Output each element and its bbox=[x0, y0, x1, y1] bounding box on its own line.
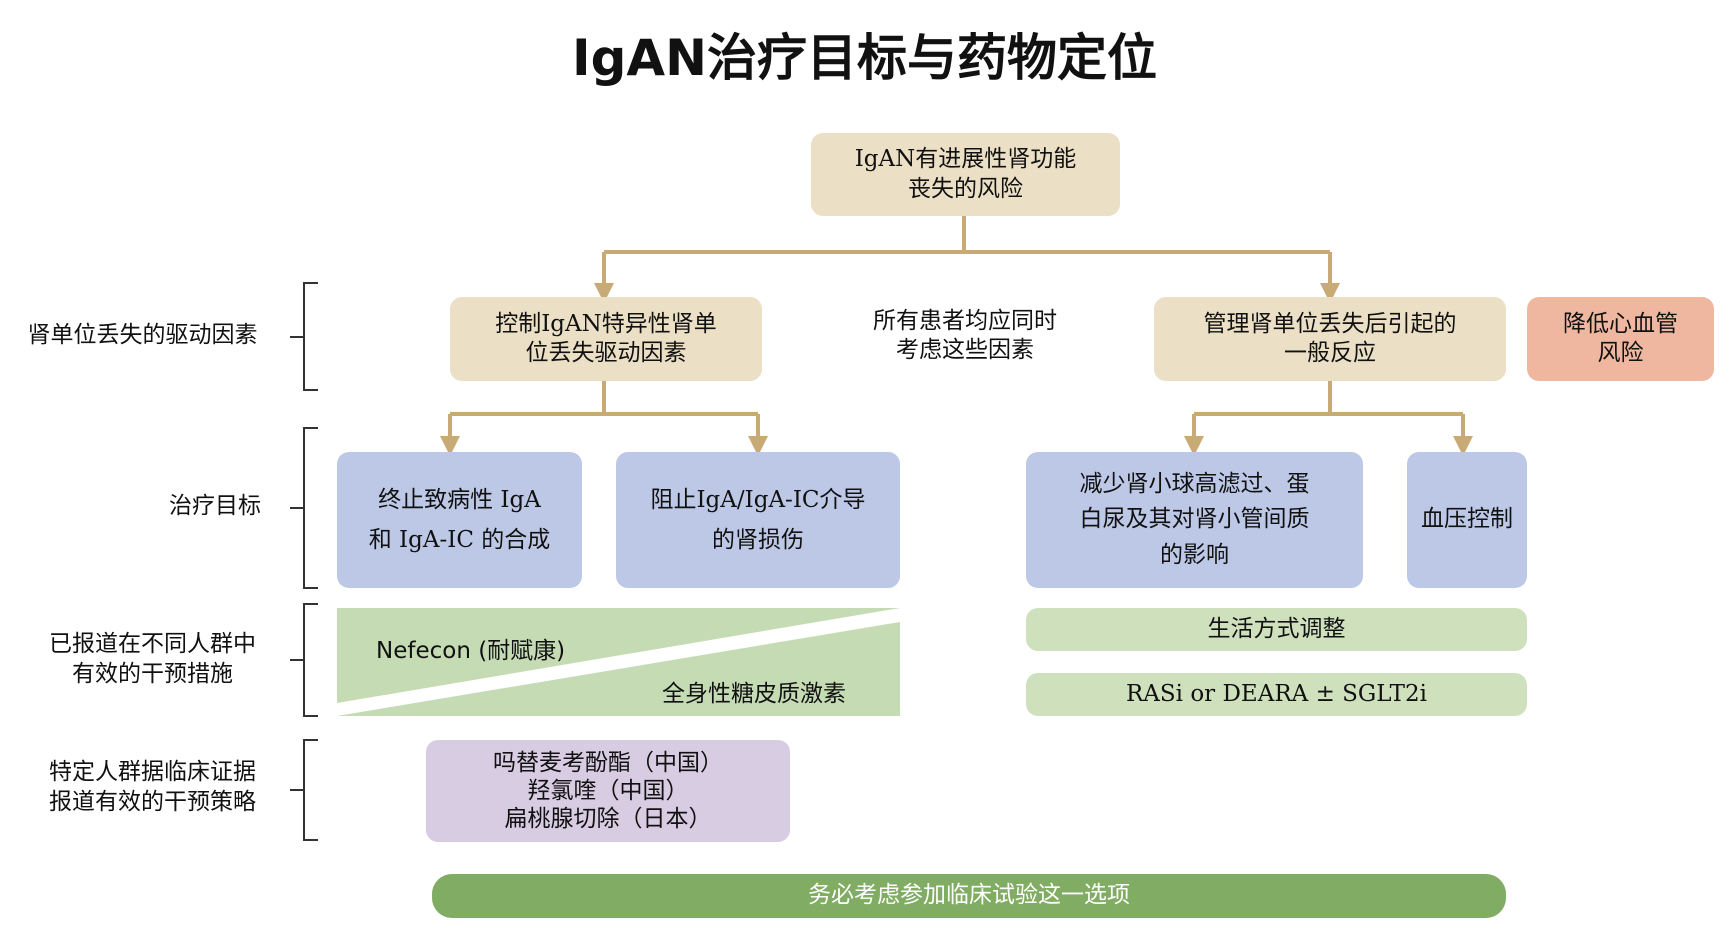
row-label-drivers: 肾单位丢失的驱动因素 bbox=[27, 322, 258, 348]
page-title: IgAN治疗目标与药物定位 bbox=[572, 29, 1157, 87]
row-label-specific: 特定人群据临床证据 报道有效的干预策略 bbox=[49, 759, 256, 815]
progression-risk-box: IgAN有进展性肾功能 丧失的风险 bbox=[811, 133, 1120, 216]
reduce-proteinuria-box: 减少肾小球高滤过、蛋 白尿及其对肾小管间质 的影响 bbox=[1026, 452, 1363, 588]
rasi-deara-sglt2i-box: RASi or DEARA ± SGLT2i bbox=[1026, 673, 1527, 716]
bracket-drivers bbox=[290, 282, 318, 391]
stop-iga-synthesis-box: 终止致病性 IgA 和 IgA-IC 的合成 bbox=[337, 452, 582, 588]
clinical-trial-banner: 务必考虑参加临床试验这一选项 bbox=[432, 874, 1506, 918]
bracket-specific bbox=[290, 739, 318, 841]
general-response-box: 管理肾单位丢失后引起的 一般反应 bbox=[1154, 297, 1506, 381]
reduce-proteinuria-text: 减少肾小球高滤过、蛋 白尿及其对肾小管间质 的影响 bbox=[1079, 470, 1310, 568]
row-label-interventions: 已报道在不同人群中 有效的干预措施 bbox=[49, 631, 256, 687]
block-kidney-injury-text: 阻止IgA/IgA-IC介导 的肾损伤 bbox=[650, 486, 866, 553]
specific-strategies-box: 吗替麦考酚酯（中国） 羟氯喹（中国） 扁桃腺切除（日本） bbox=[426, 740, 790, 842]
row-label-goals: 治疗目标 bbox=[169, 493, 261, 519]
stop-iga-synthesis-text: 终止致病性 IgA 和 IgA-IC 的合成 bbox=[368, 486, 551, 553]
all-patients-note: 所有患者均应同时 考虑这些因素 bbox=[873, 308, 1057, 363]
bracket-interventions bbox=[290, 603, 318, 717]
lifestyle-box: 生活方式调整 bbox=[1026, 608, 1527, 651]
bracket-goals bbox=[290, 427, 318, 589]
nefecon-panel bbox=[337, 608, 900, 703]
cardiovascular-risk-box: 降低心血管 风险 bbox=[1527, 297, 1714, 381]
steroid-panel bbox=[337, 622, 900, 716]
iga-specific-driver-box: 控制IgAN特异性肾单 位丢失驱动因素 bbox=[450, 297, 762, 381]
nefecon-label: Nefecon (耐赋康) bbox=[376, 638, 566, 664]
bp-control-box: 血压控制 bbox=[1407, 452, 1527, 588]
block-kidney-injury-box: 阻止IgA/IgA-IC介导 的肾损伤 bbox=[616, 452, 900, 588]
systemic-steroids-label: 全身性糖皮质激素 bbox=[662, 681, 846, 707]
